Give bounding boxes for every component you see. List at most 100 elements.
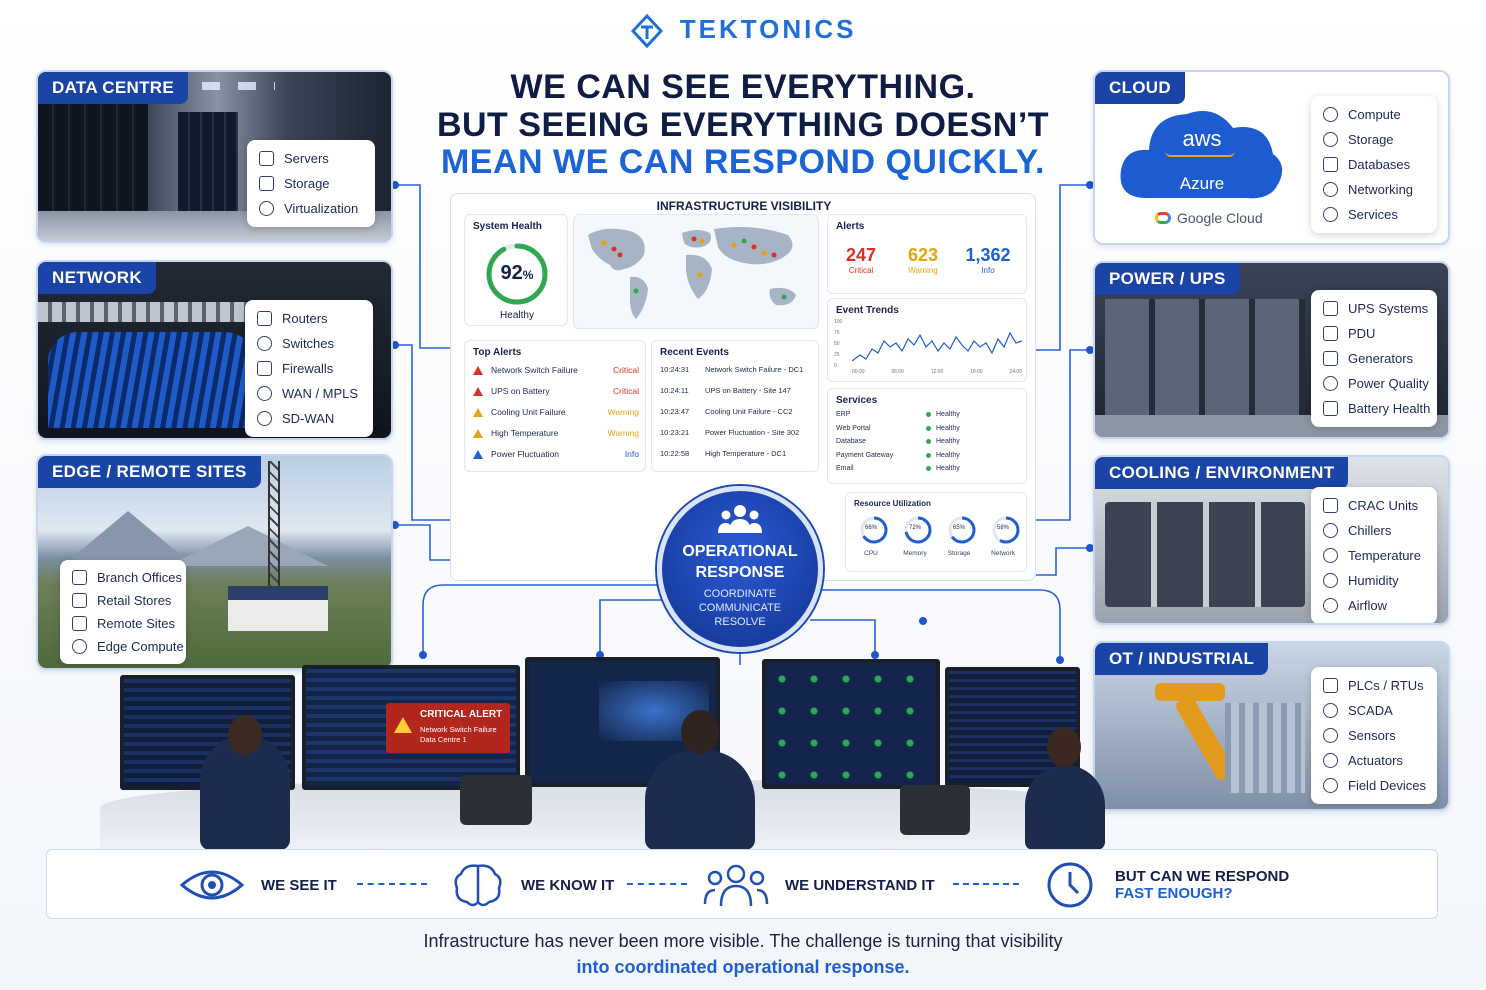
panel-title: DATA CENTRE [38, 72, 188, 104]
card-title: Services [836, 395, 878, 406]
azure-logo: Azure [1179, 174, 1225, 193]
panel-data-centre: DATA CENTRE Servers Storage Virtualizati… [36, 70, 393, 243]
step-label-line-1: BUT CAN WE RESPOND [1115, 868, 1290, 885]
card-title: Top Alerts [473, 347, 522, 358]
critical-alert-line-1: Network Switch Failure [420, 725, 497, 734]
chiller-icon [1323, 523, 1338, 538]
gauge-arc [904, 516, 932, 544]
progression-strip: WE SEE IT WE KNOW IT WE UNDERSTAND IT BU… [46, 849, 1438, 919]
gauge-label: Network [991, 550, 1015, 557]
world-map [573, 214, 819, 329]
footer-line-1: Infrastructure has never been more visib… [423, 931, 1063, 951]
list-item: Chillers [1311, 518, 1437, 543]
step-label-line-2: FAST ENOUGH? [1115, 885, 1233, 902]
list-item-label: Chillers [1348, 523, 1392, 538]
pdu-icon [1323, 326, 1338, 341]
airflow-icon [1323, 598, 1338, 613]
arrow-icon [627, 883, 687, 885]
resource-gauge: 72%Memory [900, 515, 936, 557]
health-number: 92 [500, 262, 523, 284]
resource-gauge: 65% Storage [944, 515, 980, 557]
list-item: Actuators [1311, 748, 1437, 773]
clock-icon [1047, 862, 1093, 908]
gauge-value: 65% [952, 525, 965, 531]
status-dot-icon [926, 412, 931, 417]
y-tick: 75 [834, 330, 840, 336]
status-dot-icon [926, 466, 931, 471]
team-icon [718, 505, 762, 533]
list-item-label: Edge Compute [97, 639, 184, 654]
service-status: Healthy [936, 438, 960, 445]
list-item: CRAC Units [1311, 493, 1437, 518]
list-item: PLCs / RTUs [1311, 673, 1437, 698]
arrow-icon [953, 883, 1019, 885]
list-item-label: Services [1348, 207, 1398, 222]
brand-name: TEKTONICS [679, 14, 857, 44]
system-health-card: System Health 92% Healthy [464, 214, 568, 326]
list-item-label: Routers [282, 311, 328, 326]
database-icon [1323, 157, 1338, 172]
list-item: Temperature [1311, 543, 1437, 568]
list-item-label: Sensors [1348, 728, 1396, 743]
alert-name: Network Switch Failure [491, 365, 578, 375]
list-item-label: Humidity [1348, 573, 1399, 588]
warning-icon [473, 386, 483, 396]
x-tick: 12:00 [930, 369, 944, 375]
edge-list: Branch Offices Retail Stores Remote Site… [60, 560, 186, 664]
warning-icon [473, 407, 483, 417]
brain-icon [454, 864, 502, 907]
event-time: 10:23:21 [660, 428, 690, 437]
service-name: Payment Gateway [836, 451, 894, 459]
panel-title: OT / INDUSTRIAL [1095, 643, 1269, 675]
aws-logo: aws [1182, 126, 1222, 151]
critical-alert-title: CRITICAL ALERT [420, 709, 503, 720]
edge-compute-icon [72, 639, 87, 654]
panel-title: EDGE / REMOTE SITES [38, 456, 261, 488]
list-item: Battery Health [1311, 396, 1437, 421]
y-tick: 25 [834, 352, 840, 358]
ops-sub-communicate: COMMUNICATE [698, 602, 782, 614]
alert-name: High Temperature [491, 428, 559, 438]
operator-left [200, 715, 290, 850]
list-item: Storage [1311, 127, 1437, 152]
list-item-label: Branch Offices [97, 570, 183, 585]
alert-level: Warning [607, 407, 639, 417]
list-item-label: CRAC Units [1348, 498, 1419, 513]
router-icon [257, 311, 272, 326]
health-status: Healthy [500, 310, 534, 321]
card-title: Alerts [836, 221, 865, 232]
health-unit: % [522, 268, 534, 282]
step-label: WE KNOW IT [521, 876, 615, 894]
gauge-label: Storage [947, 550, 971, 557]
ops-sub-coordinate: COORDINATE [703, 588, 777, 600]
list-item-label: Storage [1348, 132, 1394, 147]
alert-level: Critical [613, 386, 639, 396]
google-cloud-label: Google Cloud [1177, 210, 1263, 226]
warning-value: 623 [907, 245, 939, 265]
tektonics-logo-icon [630, 13, 663, 49]
service-status: Healthy [936, 411, 960, 418]
headline-line-1: WE CAN SEE EVERYTHING. [510, 68, 976, 106]
list-item: Databases [1311, 152, 1437, 177]
control-room-scene: CRITICAL ALERT Network Switch Failure Da… [100, 655, 1105, 850]
list-item-label: UPS Systems [1348, 301, 1429, 316]
